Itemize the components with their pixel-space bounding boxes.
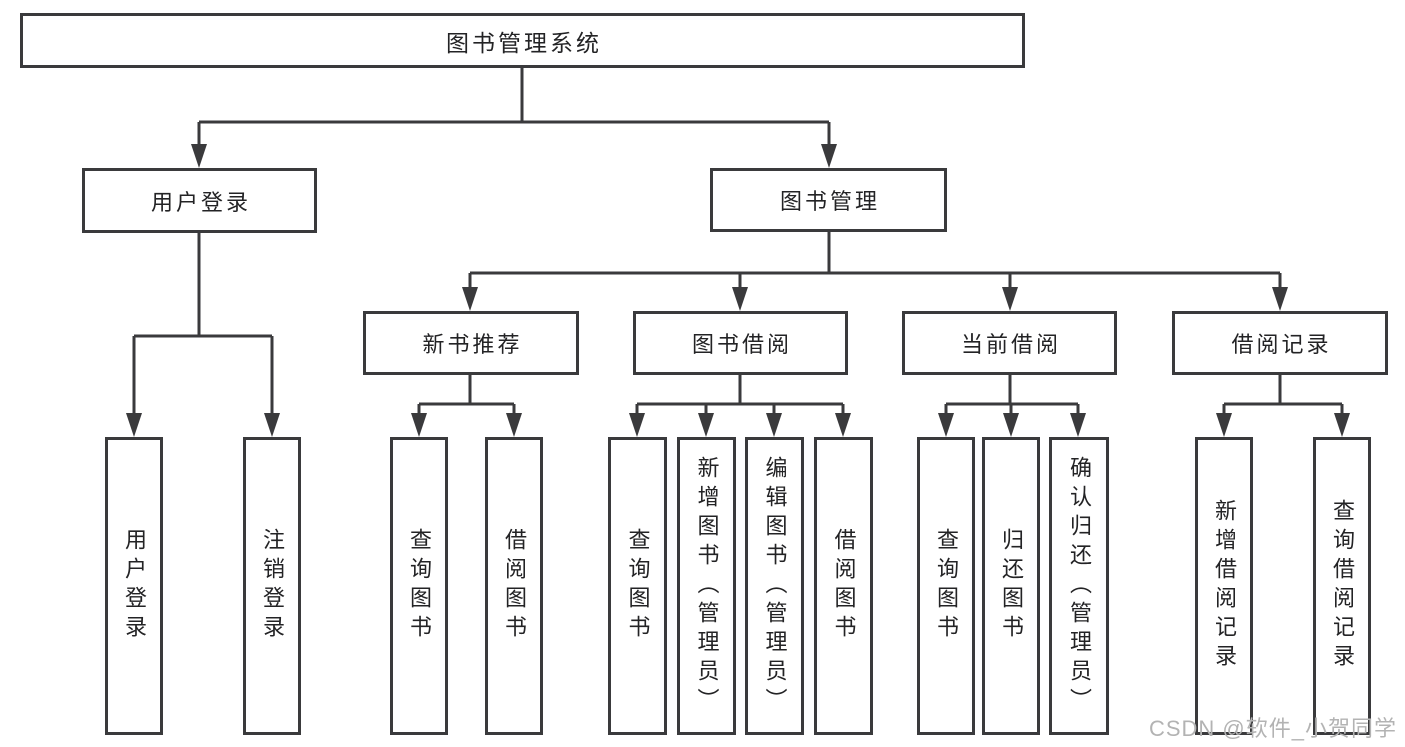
node-label: 借阅记录: [1231, 332, 1332, 357]
node-library-management-system: 图书管理系统: [20, 13, 1025, 68]
node-label: 查询图书: [625, 528, 651, 644]
node-label: 查询图书: [934, 528, 959, 644]
node-label: 确认归还（管理员）: [1067, 455, 1092, 717]
leaf-borrow-books-recommendation: 借阅图书: [485, 437, 543, 735]
node-label: 图书借阅: [691, 332, 792, 357]
node-new-book-recommendation: 新书推荐: [363, 311, 579, 375]
leaf-confirm-return-admin: 确认归还（管理员）: [1049, 437, 1109, 735]
node-label: 新增图书（管理员）: [694, 455, 720, 717]
leaf-query-books-recommendation: 查询图书: [390, 437, 448, 735]
node-current-borrowing: 当前借阅: [902, 311, 1117, 375]
leaf-return-books: 归还图书: [982, 437, 1040, 735]
node-user-login: 用户登录: [82, 168, 317, 233]
node-label: 归还图书: [999, 528, 1024, 644]
leaf-query-borrow-record: 查询借阅记录: [1313, 437, 1371, 735]
node-book-borrowing: 图书借阅: [633, 311, 848, 375]
node-label: 图书管理: [779, 189, 880, 214]
node-label: 新书推荐: [422, 332, 523, 357]
node-label: 查询借阅记录: [1330, 499, 1355, 673]
node-label: 用户登录: [122, 528, 147, 644]
node-label: 借阅图书: [831, 528, 857, 644]
leaf-query-books-current: 查询图书: [917, 437, 975, 735]
node-book-management: 图书管理: [710, 168, 947, 232]
node-label: 查询图书: [407, 528, 432, 644]
node-label: 借阅图书: [502, 528, 527, 644]
node-label: 编辑图书（管理员）: [762, 455, 788, 717]
node-label: 当前借阅: [960, 332, 1061, 357]
node-label: 新增借阅记录: [1212, 499, 1237, 673]
node-label: 图书管理系统: [446, 29, 602, 56]
leaf-add-borrow-record: 新增借阅记录: [1195, 437, 1253, 735]
leaf-logout: 注销登录: [243, 437, 301, 735]
csdn-watermark: CSDN @软件_小贺同学: [1148, 716, 1397, 741]
leaf-borrow-books-borrowing: 借阅图书: [814, 437, 873, 735]
node-label: 用户登录: [150, 189, 251, 215]
node-borrowing-records: 借阅记录: [1172, 311, 1388, 375]
node-label: 注销登录: [260, 528, 285, 644]
leaf-add-book-admin: 新增图书（管理员）: [677, 437, 736, 735]
leaf-user-login: 用户登录: [105, 437, 163, 735]
leaf-edit-book-admin: 编辑图书（管理员）: [745, 437, 804, 735]
leaf-query-books-borrowing: 查询图书: [608, 437, 667, 735]
